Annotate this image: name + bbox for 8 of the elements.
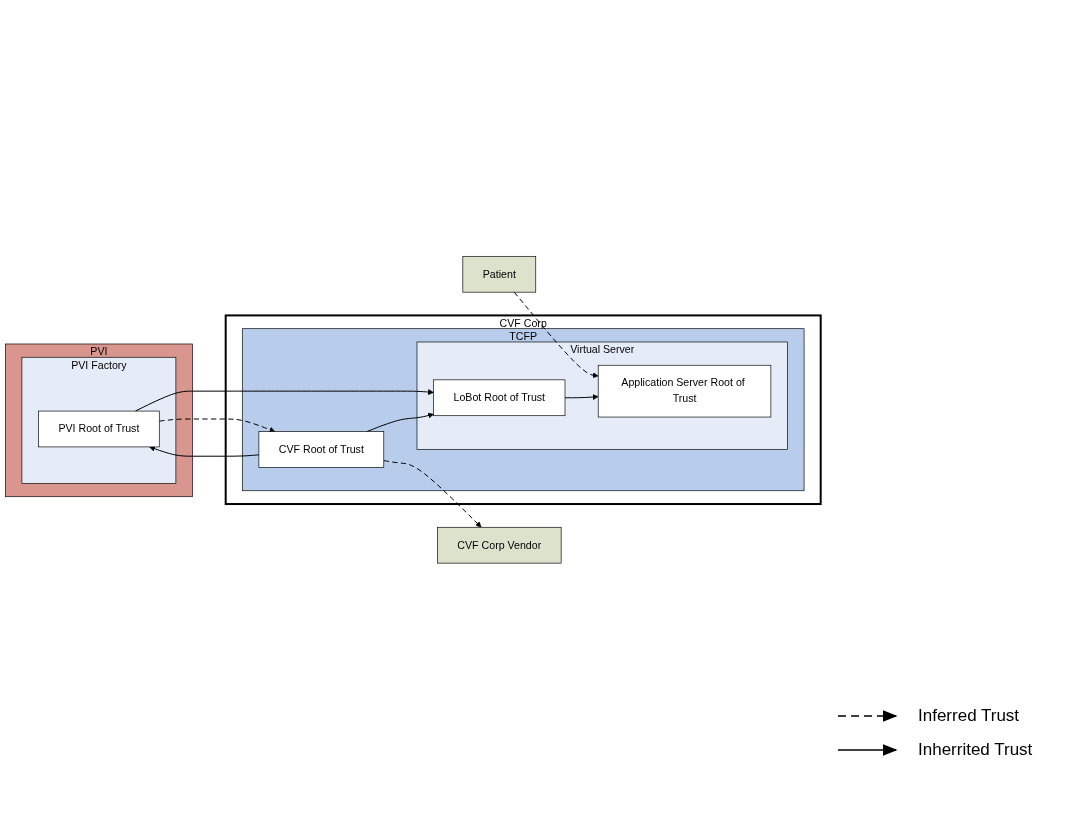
node-box: Patient (462, 256, 537, 293)
node-box: LoBot Root of Trust (433, 379, 566, 417)
node-box: CVF Corp Vendor (437, 527, 562, 564)
node-box: Application Server Root of Trust (597, 365, 772, 418)
node-box: CVF Root of Trust (258, 431, 385, 469)
legend-label: Inherrited Trust (918, 740, 1033, 760)
node-box: PVI Root of Trust (38, 411, 160, 448)
legend-label: Inferred Trust (918, 706, 1020, 726)
